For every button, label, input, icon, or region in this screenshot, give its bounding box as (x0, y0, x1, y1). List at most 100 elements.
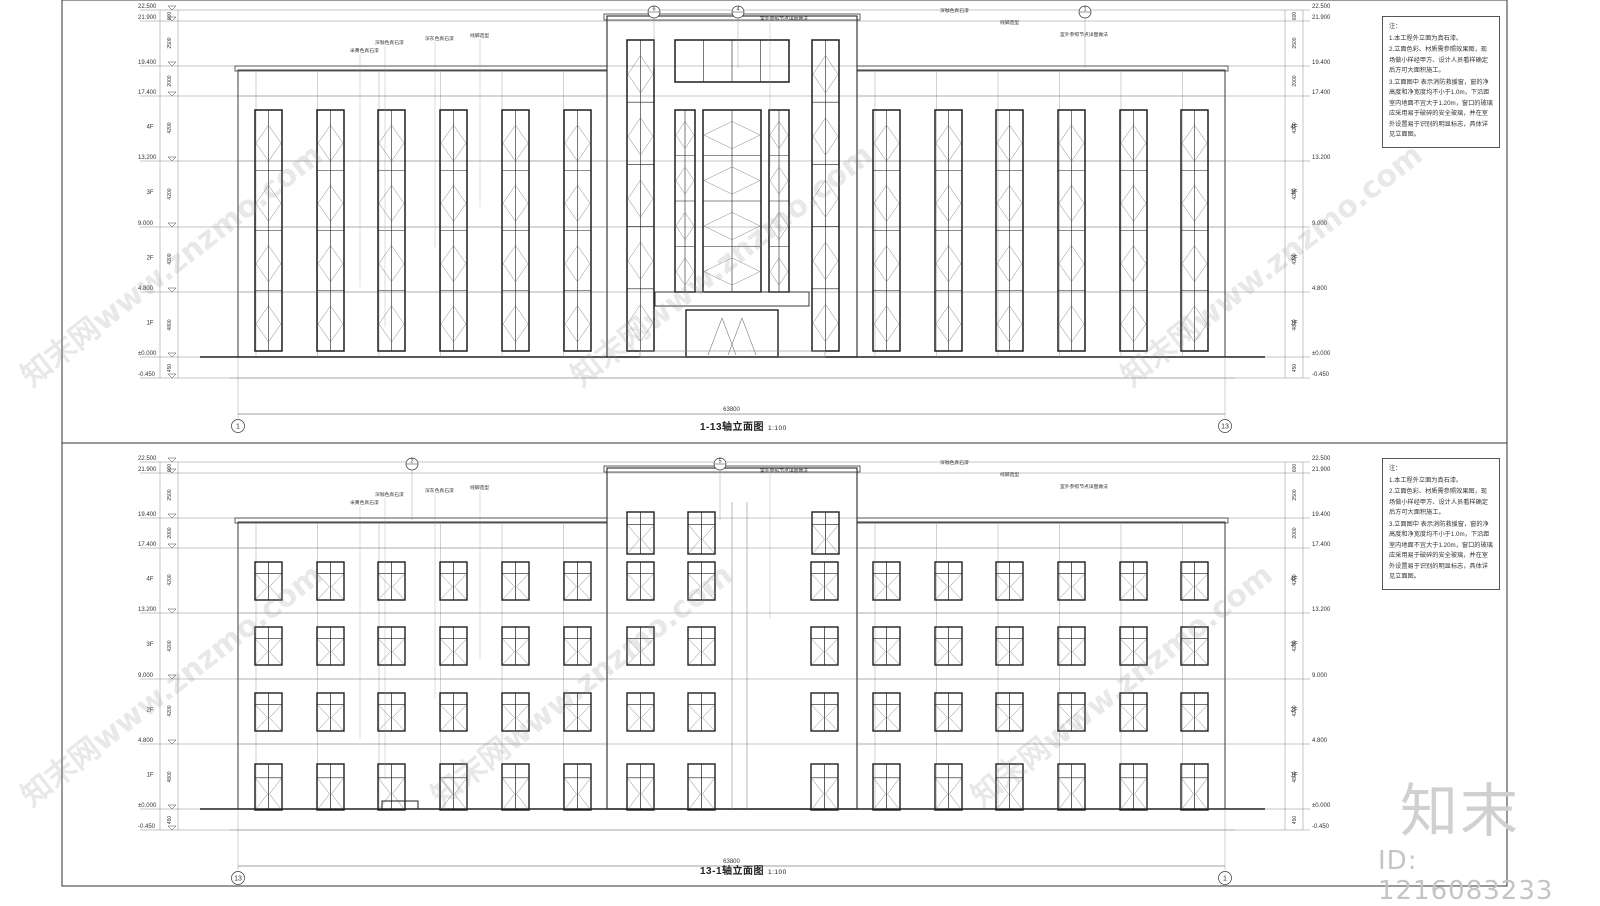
tower-window-strip-left-swing (627, 303, 654, 324)
center-glazing-main-swing (703, 134, 761, 149)
casement-window-swing (688, 778, 701, 810)
material-note: 室外参照节点详图做法 (760, 467, 808, 474)
casement-window-swing (1134, 574, 1147, 600)
casement-window-swing (378, 639, 391, 665)
tall-window-strip-swing (317, 323, 344, 343)
vertical-dimension-text: 4200 (167, 253, 173, 264)
tall-window-strip-swing (1181, 323, 1208, 343)
tall-window-strip-swing (996, 143, 1023, 162)
casement-window (872, 763, 901, 811)
center-glazing-main-swing (703, 212, 761, 227)
grid-bubble-label: 13 (234, 876, 242, 883)
tall-window-strip-swing (317, 143, 344, 162)
casement-window-swing (996, 705, 1009, 731)
casement-window (626, 561, 655, 601)
detail-callout-number: 1 (1083, 7, 1086, 13)
casement-window-swing (1181, 574, 1194, 600)
tall-window-strip-swing (317, 245, 344, 264)
span-dimension-text: 63800 (723, 407, 740, 413)
tall-window-strip-swing (1181, 263, 1208, 283)
tall-window-strip-swing (502, 323, 529, 343)
casement-window-swing (269, 574, 282, 600)
tower-window-strip-left-swing (627, 198, 654, 218)
material-note: 深咖色真石漆 (940, 7, 969, 14)
tall-window-strip-swing (873, 203, 900, 222)
drawing-scale: 1:100 (768, 869, 787, 876)
casement-window (810, 626, 839, 666)
casement-window-swing (1072, 705, 1085, 731)
note-line: 1.本工程外立面为真石漆。 (1389, 476, 1463, 484)
casement-window-swing (1058, 778, 1071, 810)
tall-window-strip-swing (502, 305, 529, 325)
drawing-frame-front (61, 0, 1508, 444)
casement-window-swing (331, 574, 344, 600)
level-marker (167, 739, 177, 745)
center-glazing-right-swing (769, 121, 789, 136)
level-label-left: 21.900 (138, 15, 157, 21)
tall-window-strip-swing (1181, 245, 1208, 264)
tower-window-strip-left-swing (627, 260, 654, 280)
tower-top-window-swing (688, 525, 701, 554)
tower-window-strip-right-swing (812, 198, 839, 218)
casement-window (934, 626, 963, 666)
tall-window-strip-swing (564, 305, 591, 325)
level-label-right: 17.400 (1312, 90, 1331, 96)
casement-window-swing (269, 705, 282, 731)
tall-window-strip-swing (873, 184, 900, 204)
center-glazing-left-swing (675, 180, 695, 195)
vertical-dimension-text: 2000 (1292, 75, 1298, 86)
tall-window-strip-swing (378, 305, 405, 325)
tall-window-strip-swing (935, 263, 962, 283)
level-marker (167, 543, 177, 549)
casement-window-swing (887, 705, 900, 731)
brand-logo-text: 知末 (1400, 777, 1521, 845)
vertical-dimension-text: 4200 (167, 122, 173, 133)
tall-window-strip-swing (378, 203, 405, 222)
tall-window-strip-swing (935, 305, 962, 325)
level-label-left: 22.500 (138, 4, 157, 10)
casement-window (995, 626, 1024, 666)
casement-window (254, 626, 283, 666)
casement-window-swing (1195, 705, 1208, 731)
casement-window (439, 692, 468, 732)
casement-window-swing (578, 574, 591, 600)
vertical-dimension-text: 4200 (1292, 253, 1298, 264)
level-marker (167, 373, 177, 379)
vertical-dimension-text: 600 (167, 12, 173, 21)
floor-label: 1F (1290, 773, 1297, 779)
tower-top-window-swing (812, 525, 825, 554)
notes-box-back: 注： 1.本工程外立面为真石漆。 2.立面色彩、材质需参照效果图，现场做小样经甲… (1382, 458, 1500, 590)
casement-window-swing (811, 574, 824, 600)
tall-window-strip-swing (255, 143, 282, 162)
level-marker (167, 674, 177, 680)
casement-window (1119, 561, 1148, 601)
tower-window-strip-left-swing (627, 55, 654, 75)
tower-window-strip-right-swing (812, 241, 839, 261)
tall-window-strip-swing (1058, 245, 1085, 264)
casement-window (439, 626, 468, 666)
drawing-title-text: 13-1轴立面图 (700, 866, 765, 877)
casement-window-swing (454, 705, 467, 731)
material-note: 室外参照节点详图做法 (760, 15, 808, 22)
casement-window-swing (825, 705, 838, 731)
casement-window-swing (317, 639, 330, 665)
casement-window-swing (378, 574, 391, 600)
casement-window-swing (811, 639, 824, 665)
material-note: 线脚造型 (470, 484, 489, 491)
vertical-dimension-text: 4800 (1292, 771, 1298, 782)
tall-window-strip-swing (440, 184, 467, 204)
casement-window (501, 763, 530, 811)
level-label-right: -0.450 (1312, 372, 1330, 378)
casement-window-swing (516, 705, 529, 731)
vertical-dimension-text: 4800 (1292, 319, 1298, 330)
casement-window-swing (1181, 705, 1194, 731)
material-note: 深咖色真石漆 (375, 491, 404, 498)
entrance-canopy (654, 291, 810, 307)
casement-window-swing (378, 705, 391, 731)
casement-window-swing (641, 639, 654, 665)
vertical-dimension-text: 2000 (167, 527, 173, 538)
casement-window-swing (516, 639, 529, 665)
center-glazing-main-swing (703, 271, 761, 286)
vertical-dimension-text: 4200 (1292, 188, 1298, 199)
level-marker (167, 468, 177, 474)
